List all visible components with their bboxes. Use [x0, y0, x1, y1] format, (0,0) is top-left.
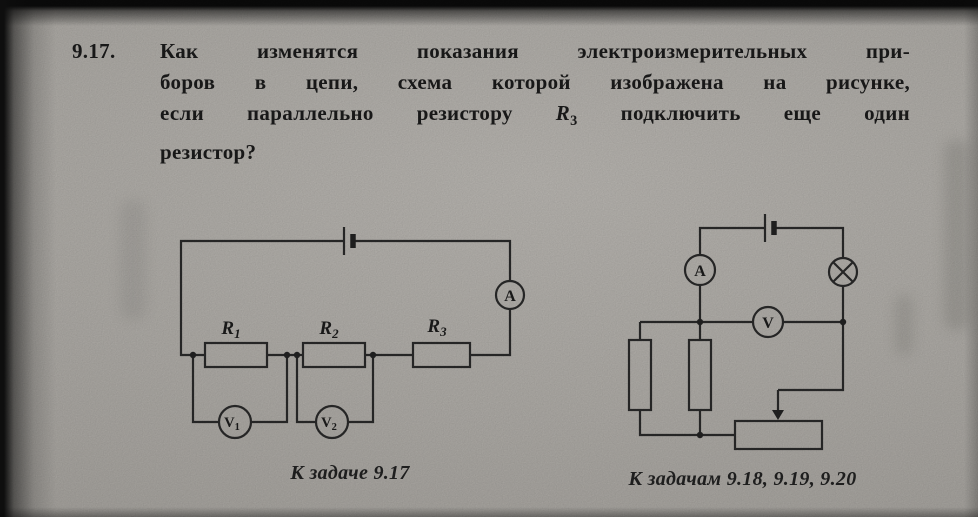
problem-line-3-text: если параллельно резистору	[160, 101, 556, 125]
voltmeter1-label: V1	[224, 415, 240, 433]
wire	[353, 239, 512, 281]
resistor-label-base: R	[318, 318, 332, 339]
junction-dot	[189, 351, 197, 359]
junction-dot	[293, 351, 301, 359]
problem-line-4: резистор?	[160, 140, 257, 165]
voltmeter-label-base: V	[224, 415, 235, 431]
circuit-wires	[638, 226, 845, 437]
resistor-symbol: R	[555, 101, 571, 125]
resistor-label-sub: 1	[234, 326, 241, 341]
voltmeter-label-sub: 1	[235, 422, 240, 433]
arrowhead	[772, 410, 784, 420]
resistor-r2	[301, 341, 367, 369]
rheostat	[733, 419, 824, 451]
problem-number: 9.17.	[72, 39, 116, 63]
resistor-label-r1: R1	[220, 318, 240, 341]
resistor-vertical-2	[687, 338, 713, 412]
junction-dot	[696, 431, 704, 439]
resistor-vertical-1	[627, 338, 653, 412]
rheostat-slider-arrow	[772, 322, 845, 420]
problem-line-1: Как изменятся показания электроизмерител…	[160, 39, 910, 63]
wire	[251, 355, 289, 424]
scan-edge-left	[0, 0, 56, 517]
wire	[778, 322, 845, 392]
voltmeter-label-sub: 2	[332, 422, 337, 433]
resistor-label-base: R	[220, 318, 234, 339]
battery-icon	[763, 214, 777, 242]
circuit-diagram-9-17: R1 R2 R3 A V1 V2	[179, 227, 526, 440]
junction-dot	[839, 318, 847, 326]
scan-artifact	[944, 140, 970, 330]
wire	[295, 355, 316, 424]
resistor-r1	[203, 341, 269, 369]
voltmeter2-label: V2	[321, 415, 337, 433]
resistor-label-r3: R3	[426, 316, 447, 339]
ammeter-label: A	[694, 263, 706, 280]
resistor-r3	[411, 341, 472, 369]
junction-dot	[696, 318, 704, 326]
wire	[698, 226, 765, 255]
problem-line-3: если параллельно резистору R3 подключить…	[160, 98, 910, 137]
problem-text: Как изменятся показания электроизмерител…	[160, 36, 910, 168]
scan-artifact	[120, 200, 146, 320]
battery-icon	[342, 227, 356, 255]
problem-line-2: боров в цепи, схема которой изображена н…	[160, 70, 910, 94]
voltmeter-label: V	[762, 315, 774, 332]
resistor-label-base: R	[426, 316, 440, 337]
problem-statement: 9.17. Как изменятся показания электроизм…	[72, 36, 910, 168]
resistor-subscript: 3	[570, 113, 578, 130]
scan-artifact	[895, 295, 913, 355]
resistor-label-r2: R2	[318, 318, 339, 341]
wire	[638, 410, 735, 437]
lamp-icon	[827, 256, 859, 288]
resistor-label-sub: 3	[439, 324, 447, 339]
junction-dot	[369, 351, 377, 359]
scan-edge-top	[0, 0, 978, 26]
ammeter-label: A	[504, 288, 516, 305]
voltmeter-label-base: V	[321, 415, 332, 431]
scan-edge-bottom	[0, 507, 978, 517]
wire	[774, 226, 845, 258]
figure-caption-left: К задаче 9.17	[290, 462, 410, 484]
resistor-label-sub: 2	[331, 326, 339, 341]
figure-caption-right: К задачам 9.18, 9.19, 9.20	[628, 468, 857, 490]
scan-edge-right	[964, 0, 978, 517]
circuit-diagram-9-18: A V	[627, 214, 859, 451]
wire	[470, 309, 512, 357]
wire	[348, 355, 375, 424]
junction-dot	[283, 351, 291, 359]
problem-line-3-text: подключить еще один	[577, 101, 910, 125]
